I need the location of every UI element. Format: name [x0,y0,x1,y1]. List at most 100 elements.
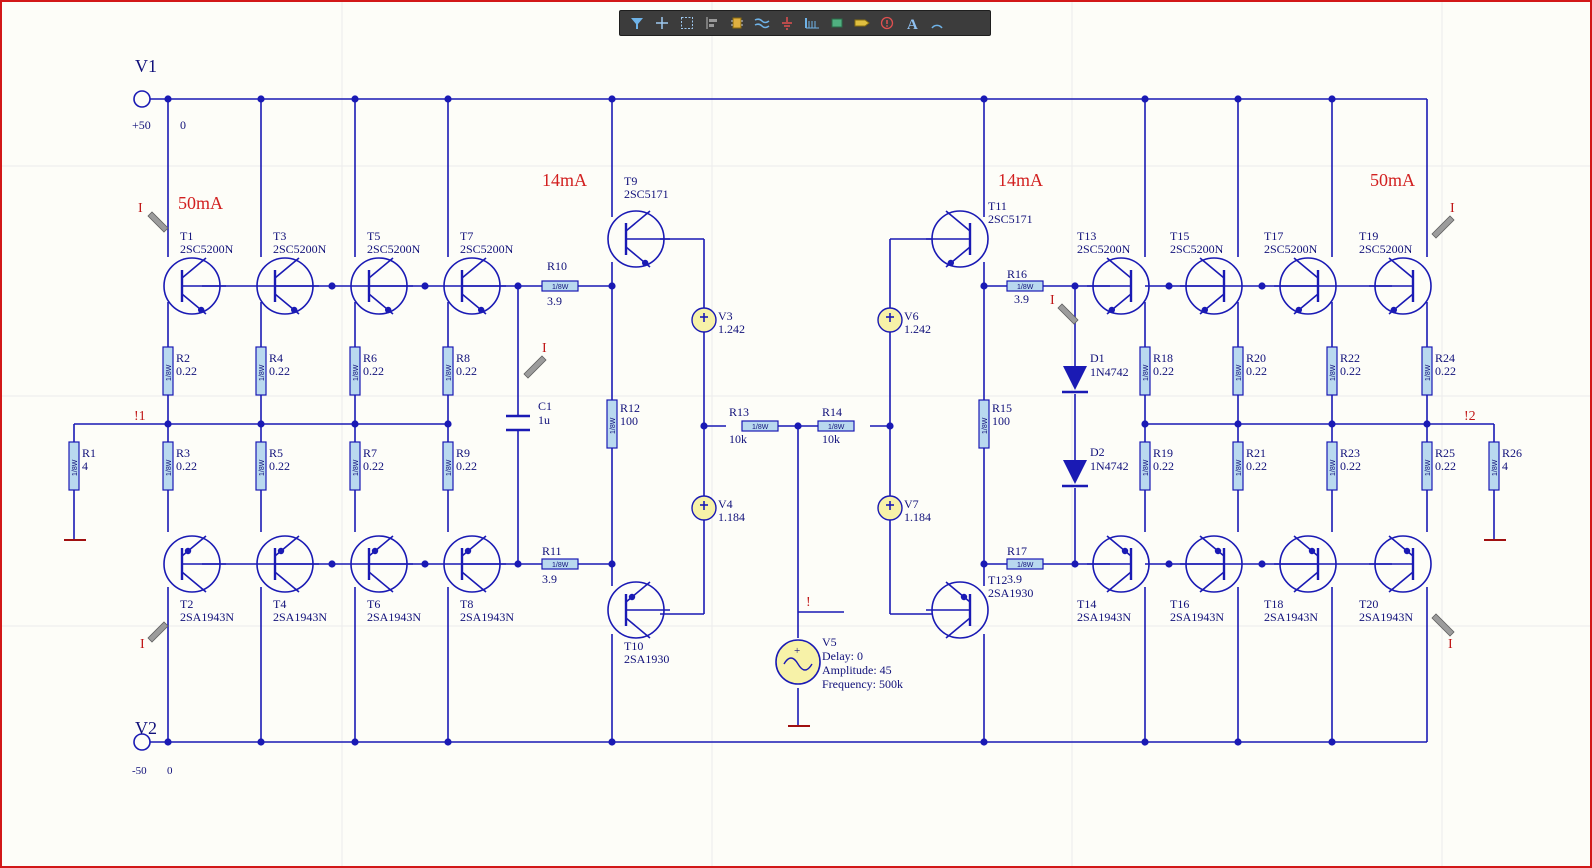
transistor-part: 2SA1943N [1077,610,1131,624]
diode-ref: D1 [1090,351,1105,365]
current-probe-t20[interactable]: I [1431,613,1455,652]
harness-button[interactable] [751,13,773,33]
place-part-button[interactable] [726,13,748,33]
resistor-body-text: 1/8W [72,459,79,476]
probe-mark-v5: ! [806,595,811,610]
resistor-body-text: 1/8W [446,459,453,476]
directive-button[interactable] [876,13,898,33]
power-port-v1[interactable]: V1 +50 0 [132,56,186,132]
add-wire-button[interactable] [651,13,673,33]
resistor-value: 0.22 [176,364,197,378]
current-probe-d1[interactable]: I [1050,293,1079,325]
arc-button[interactable] [926,13,948,33]
transistor-ref: T1 [180,229,193,243]
current-probe-t2[interactable]: I [140,621,169,652]
power-port-v2-name: V2 [135,718,157,738]
resistor-ref: R19 [1153,446,1173,460]
current-probe-t19[interactable]: I [1431,201,1455,239]
diode-part: 1N4742 [1090,459,1129,473]
voltage-source-v4[interactable]: V41.184 [691,495,745,524]
resistor-value: 0.22 [456,364,477,378]
power-port-v2-value: -50 [132,765,147,777]
transistor-part: 2SA1943N [1170,610,1224,624]
harness-icon [754,18,770,29]
bus-button[interactable] [801,13,823,33]
resistor-body-text: 1/8W [1330,364,1337,381]
voltage-source-ref: V7 [904,497,919,511]
part-icon [731,17,743,29]
current-probe-t1[interactable]: I [138,201,169,233]
voltage-source-v6[interactable]: V61.242 [877,307,931,336]
text-button[interactable]: A [901,13,923,33]
current-probe-c1[interactable]: I [523,341,547,379]
resistor-ref: R2 [176,351,190,365]
power-port-v1-value: +50 [132,118,151,132]
device-sheet-button[interactable] [826,13,848,33]
transistor-part: 2SA1943N [367,610,421,624]
filter-icon [631,18,643,29]
port-button[interactable] [851,13,873,33]
align-button[interactable] [701,13,723,33]
resistor-ref: R12 [620,401,640,415]
power-port-button[interactable] [776,13,798,33]
current-label-left-driver: 14mA [542,170,587,190]
resistor-body-text: 1/8W [752,424,769,431]
voltage-source-v7[interactable]: V71.184 [877,495,931,524]
filter-button[interactable] [626,13,648,33]
voltage-source-v3[interactable]: V31.242 [691,307,745,336]
select-area-button[interactable] [676,13,698,33]
power-port-v2[interactable]: V2 -50 0 [132,718,173,777]
